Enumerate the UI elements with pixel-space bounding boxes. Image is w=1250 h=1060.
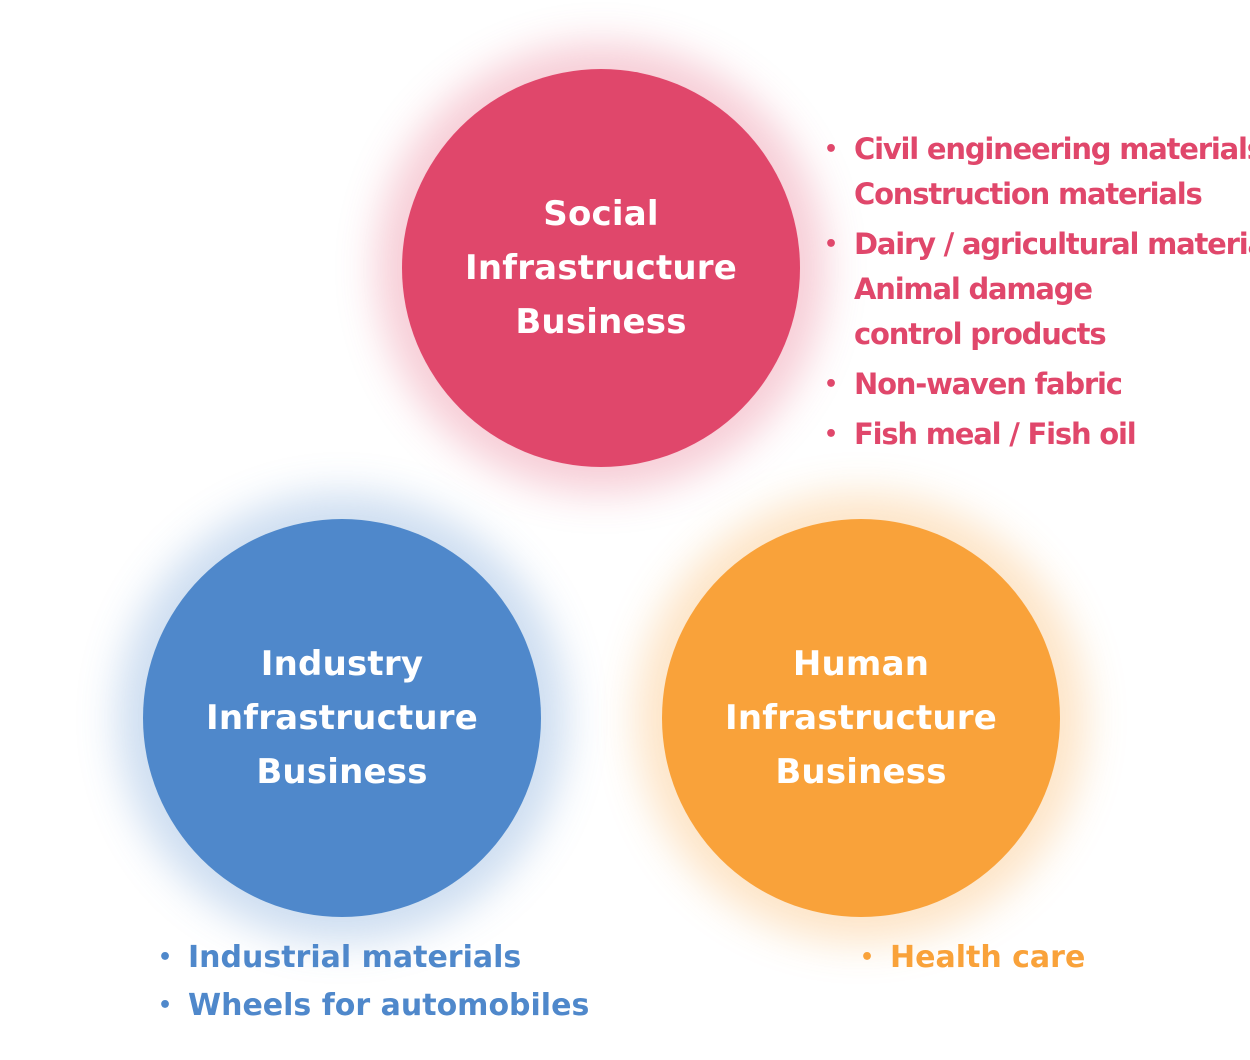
bullet-icon: • xyxy=(158,993,173,1018)
list-item-text: Wheels for automobiles xyxy=(188,988,590,1023)
human-infrastructure-title: Human Infrastructure Business xyxy=(725,637,997,799)
bullet-icon: • xyxy=(824,137,838,162)
list-item-text: Health care xyxy=(890,940,1086,975)
list-item-text: Dairy / agricultural materials, xyxy=(854,227,1250,261)
list-item-text: Animal damage xyxy=(854,272,1093,306)
list-item-text: Non-waven fabric xyxy=(854,367,1123,401)
list-item: • Non-waven fabric xyxy=(820,362,1250,407)
title-line: Infrastructure xyxy=(464,248,738,288)
social-infrastructure-title: Social Infrastructure Business xyxy=(465,187,737,349)
title-line: Industry xyxy=(260,644,424,684)
bullet-icon: • xyxy=(824,372,838,397)
human-infrastructure-list: • Health care xyxy=(856,934,1085,982)
list-item: • Health care xyxy=(856,934,1085,982)
list-item-text: Industrial materials xyxy=(188,940,522,975)
bullet-icon: • xyxy=(824,422,838,447)
bullet-icon: • xyxy=(158,945,173,970)
list-item: • Dairy / agricultural materials, Animal… xyxy=(820,222,1250,357)
human-infrastructure-circle: Human Infrastructure Business xyxy=(662,519,1060,917)
title-line: Infrastructure xyxy=(724,698,998,738)
list-item: • Industrial materials xyxy=(154,934,589,982)
bullet-icon: • xyxy=(824,232,838,257)
title-line: Infrastructure xyxy=(205,698,479,738)
bullet-icon: • xyxy=(860,945,875,970)
industry-infrastructure-title: Industry Infrastructure Business xyxy=(206,637,478,799)
title-line: Business xyxy=(256,752,428,792)
list-item-text: Construction materials xyxy=(854,177,1203,211)
title-line: Business xyxy=(775,752,947,792)
list-item: • Fish meal / Fish oil xyxy=(820,412,1250,457)
title-line: Human xyxy=(792,644,930,684)
list-item: • Wheels for automobiles xyxy=(154,982,589,1030)
list-item: • Civil engineering materials, Construct… xyxy=(820,127,1250,217)
social-infrastructure-list: • Civil engineering materials, Construct… xyxy=(820,127,1250,462)
industry-infrastructure-list: • Industrial materials • Wheels for auto… xyxy=(154,934,589,1030)
title-line: Social xyxy=(543,194,659,234)
list-item-text: Fish meal / Fish oil xyxy=(854,417,1137,451)
social-infrastructure-circle: Social Infrastructure Business xyxy=(402,69,800,467)
industry-infrastructure-circle: Industry Infrastructure Business xyxy=(143,519,541,917)
list-item-text: Civil engineering materials, xyxy=(854,132,1250,166)
title-line: Business xyxy=(515,302,687,342)
list-item-text: control products xyxy=(854,317,1107,351)
